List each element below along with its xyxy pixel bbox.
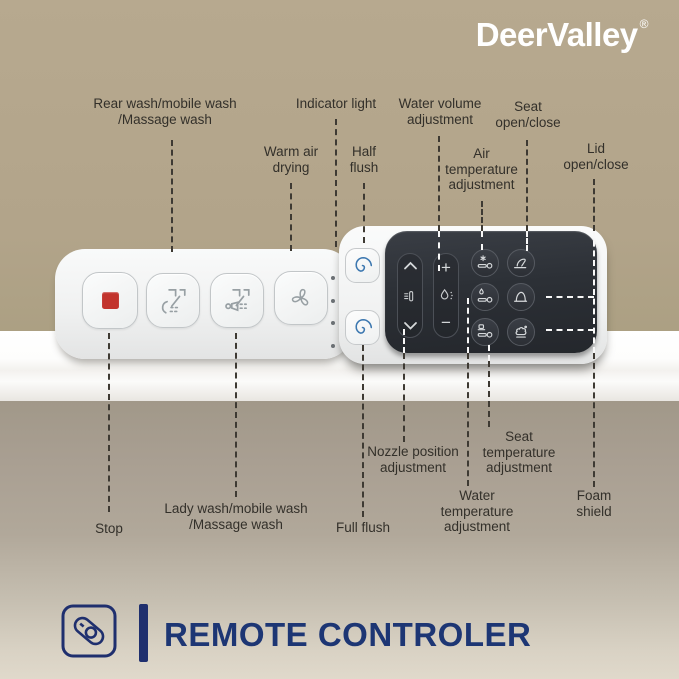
- water-drop-icon: [440, 288, 453, 300]
- air-temperature-button[interactable]: [471, 249, 499, 277]
- callout-water-temperature: Water temperature adjustment: [440, 488, 514, 534]
- callout-foam-shield: Foam shield: [576, 488, 612, 519]
- remote-icon-glyph: [61, 604, 117, 658]
- leader-line: [290, 183, 292, 251]
- brand-name: DeerValley: [475, 16, 638, 53]
- foam-icon: [515, 325, 528, 338]
- remote-icon: [60, 603, 118, 664]
- callout-warm-air: Warm air drying: [263, 144, 319, 175]
- indicator-led: [331, 343, 335, 348]
- leader-line: [467, 353, 469, 486]
- registered-mark: ®: [639, 17, 649, 31]
- leader-line: [546, 296, 594, 298]
- leader-line: [526, 231, 528, 251]
- seat-open-close-button[interactable]: [507, 249, 535, 277]
- rear-wash-button[interactable]: [146, 273, 200, 328]
- chevron-up-icon: [403, 261, 417, 270]
- nozzle-icon: [404, 290, 414, 301]
- callout-lady-wash: Lady wash/mobile wash /Massage wash: [164, 501, 308, 532]
- callout-indicator-light: Indicator light: [295, 96, 377, 111]
- leader-line: [403, 353, 405, 442]
- plus-label: +: [441, 258, 451, 277]
- leader-line: [488, 361, 490, 427]
- leader-line: [593, 353, 595, 487]
- callout-water-volume: Water volume adjustment: [398, 96, 482, 127]
- callout-half-flush: Half flush: [349, 144, 379, 175]
- leader-line: [363, 183, 365, 243]
- page-title: REMOTE CONTROLER: [164, 616, 532, 653]
- callout-nozzle-position: Nozzle position adjustment: [367, 444, 459, 475]
- leader-line: [335, 119, 337, 247]
- title-divider-bar: [139, 604, 148, 662]
- remote-dark-panel: + −: [385, 231, 597, 353]
- callout-full-flush: Full flush: [335, 520, 391, 535]
- seat-open-icon: [514, 258, 527, 269]
- indicator-led: [331, 298, 335, 303]
- brand-logo: DeerValley®: [475, 16, 649, 54]
- leader-line: [593, 231, 595, 353]
- lid-closed-icon: [514, 291, 528, 302]
- minus-label: −: [441, 313, 451, 332]
- chevron-down-icon: [403, 322, 417, 330]
- lady-wash-icon: [225, 288, 250, 311]
- indicator-led: [331, 321, 335, 326]
- leader-line: [108, 333, 110, 512]
- lid-open-close-button[interactable]: [507, 283, 535, 311]
- spiral-icon: [355, 256, 373, 272]
- leader-line: [362, 345, 364, 517]
- half-flush-button[interactable]: [345, 248, 380, 283]
- callout-rear-wash: Rear wash/mobile wash /Massage wash: [93, 96, 237, 127]
- callout-air-temperature: Air temperature adjustment: [445, 146, 518, 192]
- callout-seat-open: Seat open/close: [495, 99, 561, 130]
- leader-line: [526, 140, 528, 231]
- seat-temperature-button[interactable]: [471, 318, 499, 346]
- fan-icon: [291, 288, 309, 306]
- rear-wash-icon: [161, 288, 186, 314]
- lady-wash-button[interactable]: [210, 273, 264, 328]
- callout-lid-open: Lid open/close: [563, 141, 629, 172]
- leader-line: [593, 179, 595, 231]
- water-thermo-icon: [477, 287, 492, 303]
- full-flush-button[interactable]: [345, 310, 380, 345]
- foam-shield-button[interactable]: [507, 318, 535, 346]
- leader-line: [235, 333, 237, 497]
- leader-line: [438, 231, 440, 271]
- warm-air-dry-button[interactable]: [274, 271, 328, 325]
- leader-line: [481, 201, 483, 231]
- leader-line: [171, 140, 173, 252]
- leader-line: [438, 136, 440, 231]
- seat-thermo-icon: [477, 323, 492, 338]
- water-volume-rocker[interactable]: + −: [433, 253, 459, 338]
- stop-square-icon: [101, 292, 119, 309]
- spiral-icon: [355, 318, 373, 334]
- nozzle-position-rocker[interactable]: [397, 253, 423, 338]
- callout-stop: Stop: [95, 521, 123, 536]
- leader-line: [467, 298, 469, 353]
- air-thermo-icon: [477, 254, 492, 269]
- leader-line: [488, 345, 490, 361]
- leader-line: [546, 329, 594, 331]
- indicator-led: [331, 276, 335, 280]
- leader-line: [481, 231, 483, 250]
- stop-button[interactable]: [82, 272, 138, 329]
- callout-seat-temperature: Seat temperature adjustment: [482, 429, 556, 475]
- lower-background: [0, 401, 679, 679]
- water-temperature-button[interactable]: [471, 283, 499, 311]
- leader-line: [403, 329, 405, 353]
- indicator-lights: [331, 276, 336, 348]
